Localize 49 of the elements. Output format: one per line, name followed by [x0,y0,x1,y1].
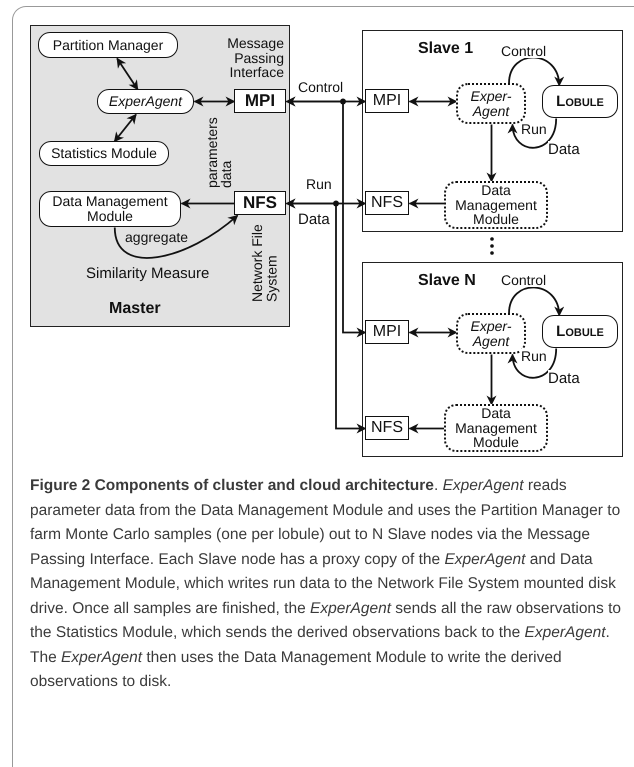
arrow [194,96,236,106]
arrow [486,354,496,406]
proxy-box: Data Management Module [444,181,548,229]
arrow [508,56,564,86]
interface-box: MPI [234,89,286,113]
edge-label: Control [500,44,548,58]
module-box: Data Management Module [39,191,181,227]
interface-box: MPI [365,89,409,113]
interface-box: NFS [365,191,409,215]
interface-label: Message Passing Interface [226,36,284,80]
interface-box: NFS [234,191,286,215]
interface-box: NFS [365,416,409,440]
module-box: Partition Manager [38,32,178,58]
panel-title: Slave N [418,272,476,290]
arrow [508,286,564,316]
arrow [180,198,234,208]
panel-title: Master [109,300,161,318]
arrow [408,96,458,106]
edge-label: Control [500,273,548,287]
arrow [508,348,558,379]
edge-label: Run [520,349,548,363]
arrow [408,328,458,338]
lobule-box: Lobule [542,85,618,118]
figure-caption: Figure 2 Components of cluster and cloud architecture. ExperAgent reads parameter data from the Data Management Module and uses the Partition Manager to farm Monte Carlo samples (one per lobule) out to N Slave nodes via the Message Passing Interface. Each Slave node has a proxy copy of the ExperAgent and Data Management Module, which writes run data to the Network File System mounted disk drive. Once all samples are finished, the ExperAgent sends all the raw observations to the Statistics Module, which sends the derived observations back to the ExperAgent. The ExperAgent then uses the Data Management Module to write the derived observations to disk. [30,476,622,692]
annotation-label: Similarity Measure [86,265,210,282]
arrow [114,114,137,142]
arrow [286,198,366,434]
interface-box: MPI [365,320,409,344]
edge-label: aggregate [124,230,190,244]
proxy-box: Data Management Module [444,404,548,452]
node-panel [362,30,623,232]
arrow [286,96,366,338]
proxy-box: Exper- Agent [456,83,526,124]
arrow [486,124,496,182]
arrow [408,424,444,434]
module-box: Statistics Module [39,141,169,166]
panel-title: Slave 1 [418,40,474,58]
node-panel [362,262,623,457]
edge-label: Control [297,80,344,94]
arrow [508,118,558,149]
edge-label: Run [520,122,548,136]
edge-label: Run [305,177,333,191]
arrow [114,214,238,259]
arrow [116,58,138,90]
node-panel [30,25,290,327]
module-box: ExperAgent [97,89,194,114]
lobule-box: Lobule [542,315,618,348]
interface-label: Network File System [250,223,280,302]
arrow [408,198,444,208]
